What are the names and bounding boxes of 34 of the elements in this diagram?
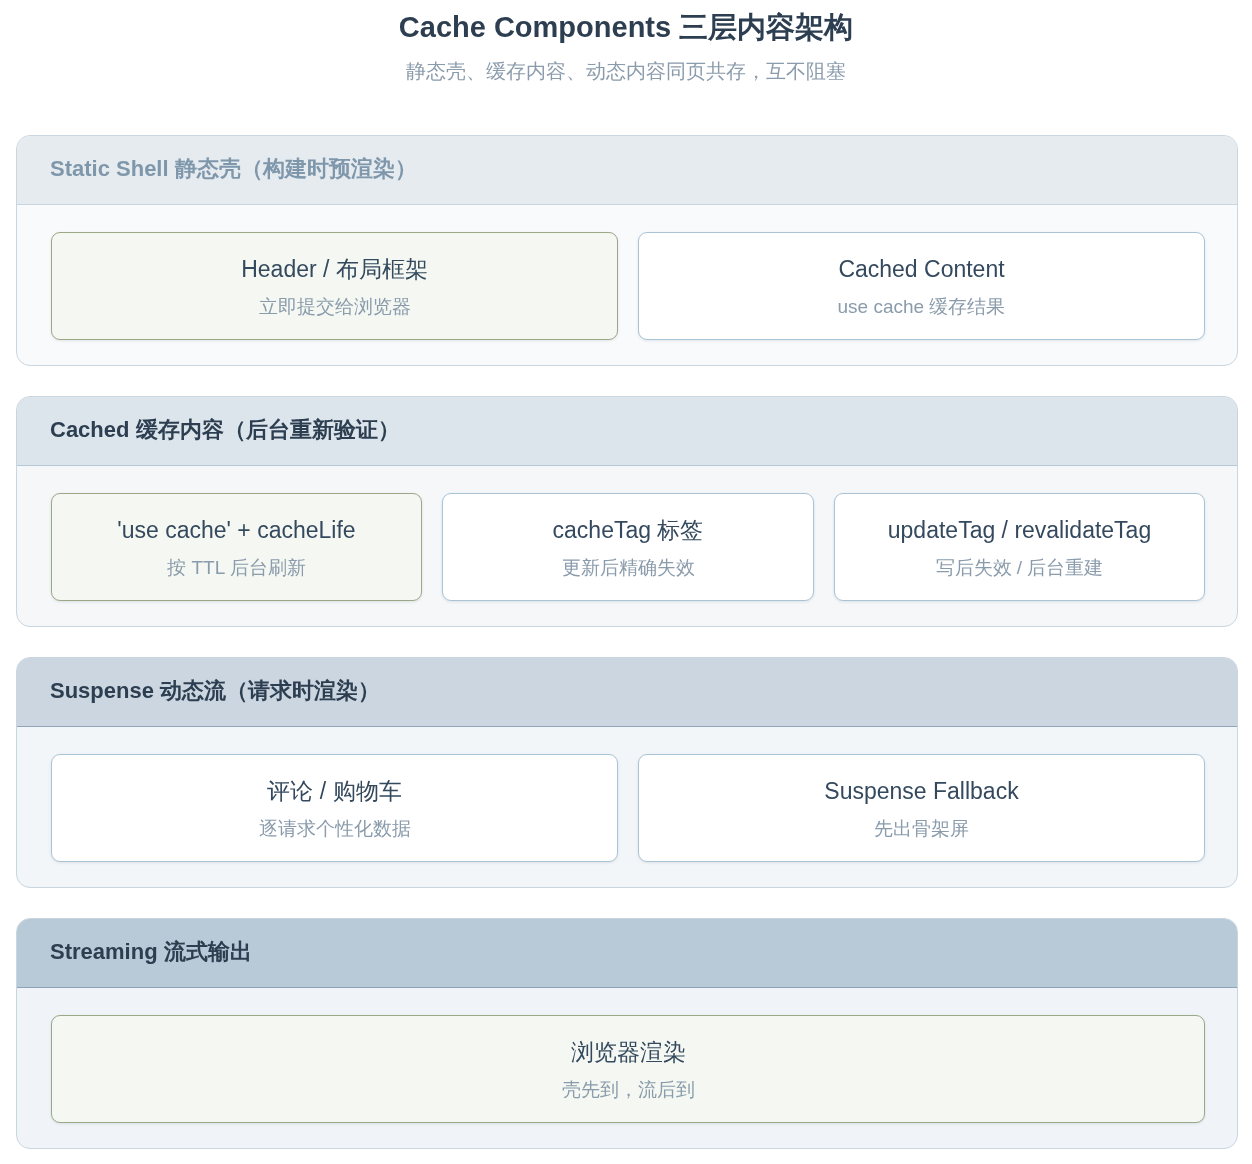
content-card xyxy=(442,493,814,601)
card-subtitle: 更新后精确失效 xyxy=(561,557,695,578)
content-card xyxy=(51,493,422,601)
card-title: Suspense Fallback xyxy=(824,778,1019,804)
card-subtitle: 立即提交给浏览器 xyxy=(258,296,411,317)
layer-panel xyxy=(16,135,1238,366)
card-title: 评论 / 购物车 xyxy=(267,778,402,804)
card-title: Header / 布局框架 xyxy=(241,256,428,282)
diagram-subtitle: 静态壳、缓存内容、动态内容同页共存，互不阻塞 xyxy=(406,60,846,82)
layer-title: Cached 缓存内容（后台重新验证） xyxy=(50,416,400,444)
layer-panel xyxy=(16,657,1238,888)
content-card xyxy=(51,232,618,340)
layer-title: Static Shell 静态壳（构建时预渲染） xyxy=(50,155,417,183)
card-title: Cached Content xyxy=(838,256,1005,282)
content-card xyxy=(51,754,618,862)
card-title: cacheTag 标签 xyxy=(552,517,704,543)
card-title: 'use cache' + cacheLife xyxy=(117,517,356,543)
card-subtitle: 按 TTL 后台刷新 xyxy=(167,557,306,578)
diagram-title: Cache Components 三层内容架构 xyxy=(398,11,854,43)
card-subtitle: 壳先到，流后到 xyxy=(561,1079,695,1100)
card-subtitle: 逐请求个性化数据 xyxy=(258,818,411,839)
card-title: 浏览器渲染 xyxy=(570,1039,686,1065)
card-subtitle: 写后失效 / 后台重建 xyxy=(935,557,1104,578)
card-subtitle: 先出骨架屏 xyxy=(874,818,969,839)
content-card xyxy=(834,493,1205,601)
layer-title: Streaming 流式输出 xyxy=(50,938,252,966)
content-card xyxy=(638,754,1205,862)
card-subtitle: use cache 缓存结果 xyxy=(837,296,1006,317)
content-card xyxy=(51,1015,1205,1123)
layer-panel xyxy=(16,918,1238,1149)
card-title: updateTag / revalidateTag xyxy=(887,517,1152,543)
content-card xyxy=(638,232,1205,340)
layer-title: Suspense 动态流（请求时渲染） xyxy=(50,677,381,705)
layer-panel xyxy=(16,396,1238,627)
